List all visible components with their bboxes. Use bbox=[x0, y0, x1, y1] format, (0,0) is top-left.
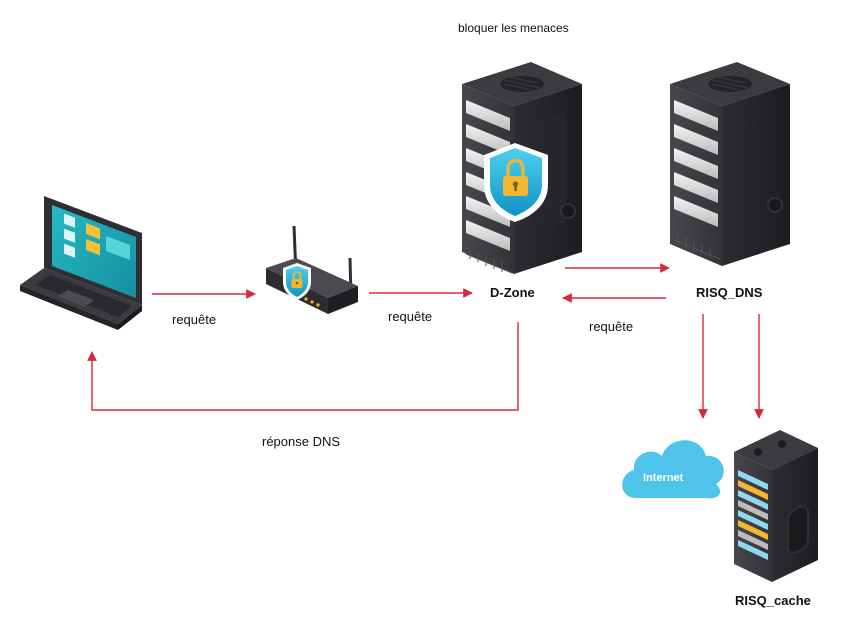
diagram-title: bloquer les menaces bbox=[458, 21, 569, 35]
connection-arrows bbox=[87, 263, 764, 419]
edge-label-risq-to-dzone: requête bbox=[589, 319, 633, 334]
arrow-dzone-to-laptop bbox=[87, 322, 519, 411]
node-label-internet: Internet bbox=[643, 472, 684, 484]
edge-label-dns-response: réponse DNS bbox=[262, 434, 340, 449]
node-label-dzone: D-Zone bbox=[490, 285, 535, 300]
cloud-icon bbox=[622, 440, 724, 499]
edge-label-laptop-to-router: requête bbox=[172, 312, 216, 327]
edge-label-router-to-dzone: requête bbox=[388, 309, 432, 324]
node-label-risq-cache: RISQ_cache bbox=[735, 593, 811, 608]
dzone-shield-lock-icon bbox=[484, 143, 548, 222]
router-icon bbox=[266, 225, 358, 314]
shield-lock-icon bbox=[283, 263, 311, 300]
risq-dns-server-icon bbox=[670, 62, 790, 266]
risq-cache-drive-bays bbox=[738, 470, 768, 560]
laptop-icon bbox=[20, 196, 142, 330]
node-label-risq-dns: RISQ_DNS bbox=[696, 285, 763, 300]
risq-cache-server-icon bbox=[734, 430, 818, 582]
risq-dns-drive-bays bbox=[674, 100, 718, 227]
dzone-server-icon bbox=[462, 62, 582, 274]
